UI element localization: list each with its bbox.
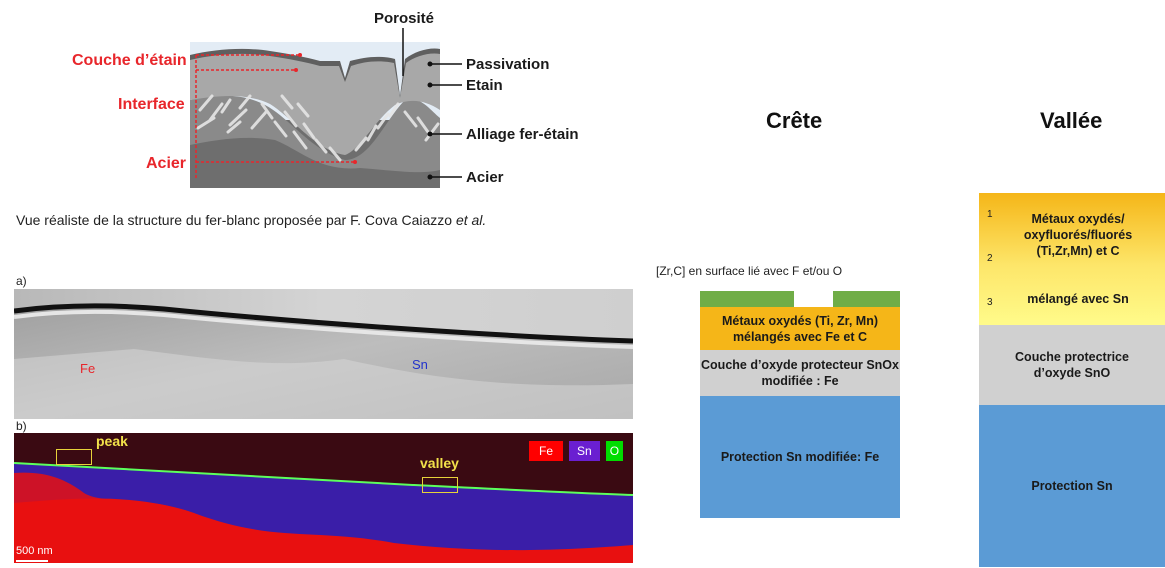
- vallee-layer-sn: Protection Sn: [979, 405, 1165, 567]
- sem-panel-a: Fe Sn: [13, 289, 634, 419]
- alloy-label: Alliage fer-étain: [466, 126, 579, 143]
- vallee-num-3: 3: [987, 297, 993, 308]
- passivation-label: Passivation: [466, 56, 550, 73]
- structure-caption: Vue réaliste de la structure du fer-blan…: [16, 212, 486, 228]
- vallee-text-line-3: (Ti,Zr,Mn) et C: [1036, 244, 1120, 258]
- vallee-num-1: 1: [987, 209, 993, 220]
- vallee-layer-oxidized-metals: 1 2 3 Métaux oxydés/ oxyfluorés/fluorés …: [979, 193, 1165, 325]
- legend-sn: Sn: [569, 441, 600, 461]
- crete-layer-sn: Protection Sn modifiée: Fe: [700, 396, 900, 518]
- steel-left-label: Acier: [146, 155, 187, 172]
- valley-label: valley: [420, 455, 459, 471]
- vallee-layer-sno-text: Couche protectrice d’oxyde SnO: [1015, 350, 1129, 380]
- tinplate-structure-diagram: Porosité Couche d’étain Interface Acier …: [0, 0, 640, 200]
- vallee-layer-sno: Couche protectrice d’oxyde SnO: [979, 325, 1165, 405]
- crete-stack: Métaux oxydés (Ti, Zr, Mn) mélangés avec…: [700, 291, 900, 518]
- crete-layer-snox-text: Couche d’oxyde protecteur SnOx modifiée …: [701, 358, 899, 388]
- caption-text: Vue réaliste de la structure du fer-blan…: [16, 212, 456, 228]
- crete-layer-snox: Couche d’oxyde protecteur SnOx modifiée …: [700, 350, 900, 396]
- tin-layer-label: Couche d’étain: [72, 52, 187, 69]
- vallee-layer-sn-text: Protection Sn: [1031, 479, 1113, 493]
- scale-bar-line: [16, 560, 48, 562]
- vallee-title: Vallée: [1040, 108, 1103, 133]
- sem-micrograph-a: [13, 289, 634, 419]
- tin-label: Etain: [466, 77, 503, 94]
- crete-surface-label: [Zr,C] en surface lié avec F et/ou O: [656, 264, 843, 278]
- legend-o: O: [605, 441, 624, 461]
- vallee-num-2: 2: [987, 253, 993, 264]
- crete-layer-oxidized-metals: Métaux oxydés (Ti, Zr, Mn) mélangés avec…: [700, 307, 900, 350]
- panel-b-label: b): [16, 419, 27, 433]
- panel-a-label: a): [16, 274, 27, 288]
- crete-layer-oxidized-metals-text: Métaux oxydés (Ti, Zr, Mn) mélangés avec…: [721, 313, 879, 344]
- interface-label: Interface: [118, 96, 185, 113]
- peak-label: peak: [96, 433, 128, 449]
- vallee-text-line-4: mélangé avec Sn: [1027, 292, 1129, 306]
- steel-right-label: Acier: [466, 169, 504, 186]
- crete-title: Crête: [766, 108, 823, 133]
- scale-bar-label: 500 nm: [16, 545, 53, 557]
- peak-box: [56, 449, 92, 465]
- structure-illustration: [190, 28, 462, 188]
- crete-surface-left: [700, 291, 794, 307]
- element-legend: Fe Sn O: [529, 441, 624, 461]
- vallee-stack: 1 2 3 Métaux oxydés/ oxyfluorés/fluorés …: [979, 193, 1165, 567]
- vallee-text-line-2: oxyfluorés/fluorés: [1023, 228, 1133, 242]
- vallee-text-line-1: Métaux oxydés/: [1031, 212, 1125, 226]
- legend-fe: Fe: [529, 441, 564, 461]
- caption-italic: et al.: [455, 212, 487, 228]
- crete-layer-sn-text: Protection Sn modifiée: Fe: [720, 450, 880, 464]
- valley-box: [422, 477, 458, 493]
- fe-label: Fe: [80, 361, 96, 376]
- vallee-layer-oxidized-metals-text: Métaux oxydés/ oxyfluorés/fluorés (Ti,Zr…: [991, 211, 1165, 259]
- porosity-label: Porosité: [374, 10, 435, 27]
- crete-surface-right: [833, 291, 900, 307]
- sn-label: Sn: [412, 357, 428, 372]
- sem-panel-b: peak valley Fe Sn O 500 nm: [13, 433, 634, 563]
- scale-bar: 500 nm: [16, 541, 53, 562]
